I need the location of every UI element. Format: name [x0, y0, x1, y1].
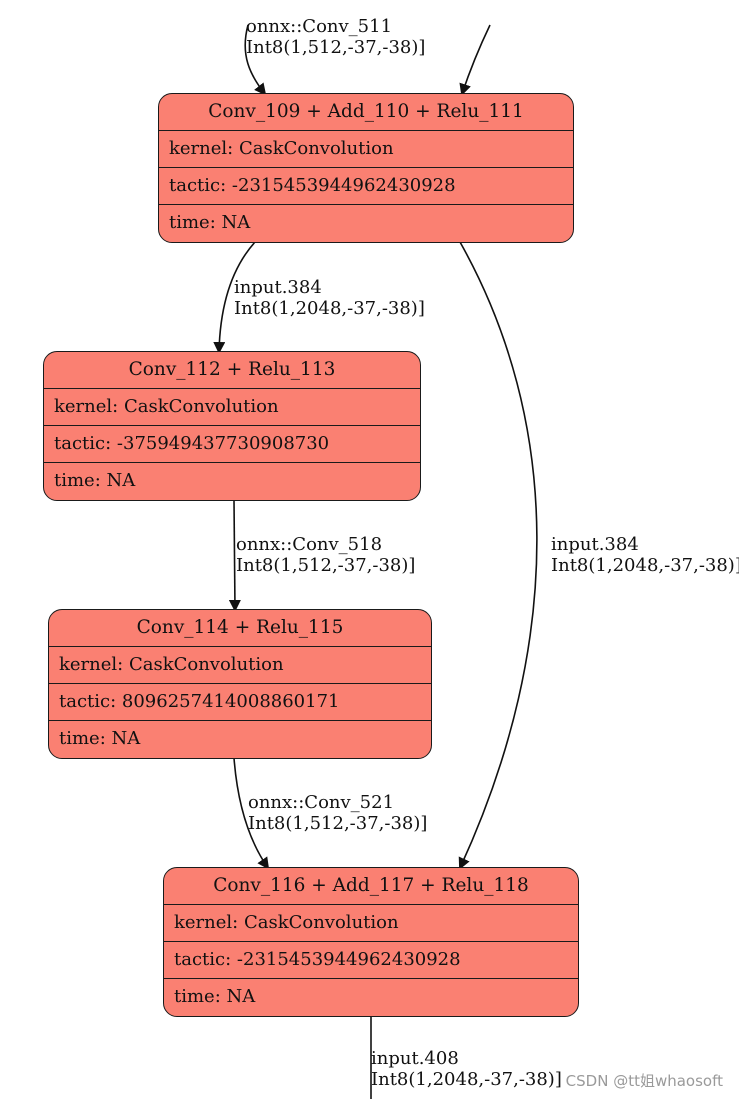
- edge-label-name: input.384: [234, 277, 322, 298]
- edge-label-name: input.408: [371, 1048, 459, 1069]
- edge-label-type: Int8(1,512,-37,-38)]: [248, 813, 428, 834]
- node-kernel: kernel: CaskConvolution: [164, 904, 578, 941]
- edge-label-name: onnx::Conv_518: [236, 534, 383, 555]
- edge-label-type: Int8(1,512,-37,-38)]: [236, 555, 416, 576]
- edge-label-onnx-conv-521: onnx::Conv_521 Int8(1,512,-37,-38)]: [248, 792, 427, 834]
- node-tactic: tactic: -2315453944962430928: [159, 167, 573, 204]
- node-title: Conv_109 + Add_110 + Relu_111: [208, 101, 524, 122]
- node-title: Conv_114 + Relu_115: [136, 617, 344, 638]
- edge-label-name: onnx::Conv_521: [248, 792, 395, 813]
- node-kernel: kernel: CaskConvolution: [49, 646, 431, 683]
- node-tactic: tactic: -375949437730908730: [44, 425, 420, 462]
- node-title: Conv_116 + Add_117 + Relu_118: [213, 875, 529, 896]
- edge-in-left: [244, 24, 267, 96]
- edge-label-type: Int8(1,2048,-37,-38)]: [234, 298, 425, 319]
- edge-label-type: Int8(1,2048,-37,-38)]: [551, 555, 739, 576]
- edge-label-input-408: input.408 Int8(1,2048,-37,-38)]: [371, 1048, 562, 1090]
- node-conv114-relu115[interactable]: Conv_114 + Relu_115 kernel: CaskConvolut…: [48, 609, 432, 759]
- node-conv116-add117-relu118[interactable]: Conv_116 + Add_117 + Relu_118 kernel: Ca…: [163, 867, 579, 1017]
- node-conv109-add110-relu111[interactable]: Conv_109 + Add_110 + Relu_111 kernel: Ca…: [158, 93, 574, 243]
- node-time: time: NA: [159, 204, 573, 241]
- node-title: Conv_112 + Relu_113: [128, 359, 336, 380]
- edge-conv112-to-conv114: [228, 499, 241, 612]
- node-tactic: tactic: 8096257414008860171: [49, 683, 431, 720]
- node-time: time: NA: [49, 720, 431, 757]
- node-time: time: NA: [44, 462, 420, 499]
- edge-label-onnx-conv-511: onnx::Conv_511 Int8(1,512,-37,-38)]: [246, 16, 425, 58]
- node-tactic: tactic: -2315453944962430928: [164, 941, 578, 978]
- edge-label-input-384-left: input.384 Int8(1,2048,-37,-38)]: [234, 277, 425, 319]
- edge-label-input-384-right: input.384 Int8(1,2048,-37,-38)]: [551, 534, 739, 576]
- edge-conv114-to-conv116: [233, 757, 270, 870]
- edge-conv109-to-conv116: [458, 241, 538, 870]
- edge-label-name: onnx::Conv_511: [246, 16, 393, 37]
- edge-conv109-to-conv112: [213, 241, 256, 354]
- node-conv112-relu113[interactable]: Conv_112 + Relu_113 kernel: CaskConvolut…: [43, 351, 421, 501]
- edge-label-type: Int8(1,2048,-37,-38)]: [371, 1069, 562, 1090]
- edge-in-right: [459, 24, 491, 96]
- edge-label-type: Int8(1,512,-37,-38)]: [246, 37, 426, 58]
- edge-label-onnx-conv-518: onnx::Conv_518 Int8(1,512,-37,-38)]: [236, 534, 415, 576]
- node-kernel: kernel: CaskConvolution: [44, 388, 420, 425]
- edge-label-name: input.384: [551, 534, 639, 555]
- watermark: CSDN @tt姐whaosoft: [565, 1072, 723, 1090]
- node-time: time: NA: [164, 978, 578, 1015]
- node-kernel: kernel: CaskConvolution: [159, 130, 573, 167]
